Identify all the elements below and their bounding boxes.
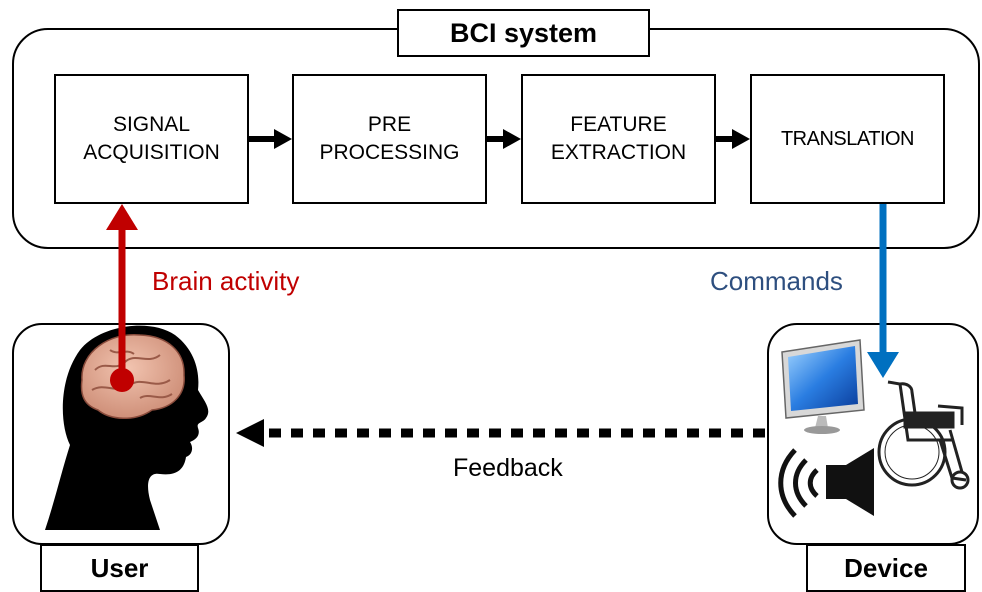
stage-translation: TRANSLATION: [750, 74, 945, 204]
brain-activity-label: Brain activity: [152, 266, 300, 296]
device-tag-text: Device: [844, 552, 928, 583]
stage-label: PRE PROCESSING: [319, 112, 460, 164]
stage-label: FEATURE EXTRACTION: [550, 112, 687, 164]
stage-preprocessing: PRE PROCESSING: [292, 74, 487, 204]
speaker-icon: [778, 448, 874, 518]
flow-arrow-1: [249, 129, 292, 149]
stage-signal-acquisition: SIGNAL ACQUISITION: [54, 74, 249, 204]
feedback-label: Feedback: [453, 454, 563, 482]
flow-arrow-3: [716, 129, 750, 149]
stage-label: TRANSLATION: [780, 127, 915, 150]
bci-system-title-text: BCI system: [449, 17, 598, 48]
feedback-arrow: [236, 419, 765, 447]
user-tag: User: [40, 544, 199, 592]
brain-activity-arrow: [106, 204, 138, 392]
monitor-icon: [781, 339, 865, 434]
stage-feature-extraction: FEATURE EXTRACTION: [521, 74, 716, 204]
user-tag-text: User: [90, 552, 149, 583]
bci-system-title: BCI system: [397, 9, 650, 57]
commands-arrow: [867, 204, 899, 378]
device-tag: Device: [806, 544, 966, 592]
flow-arrow-2: [487, 129, 521, 149]
stage-label: SIGNAL ACQUISITION: [83, 112, 220, 164]
commands-label: Commands: [710, 266, 843, 296]
wheelchair-icon: [877, 380, 970, 490]
